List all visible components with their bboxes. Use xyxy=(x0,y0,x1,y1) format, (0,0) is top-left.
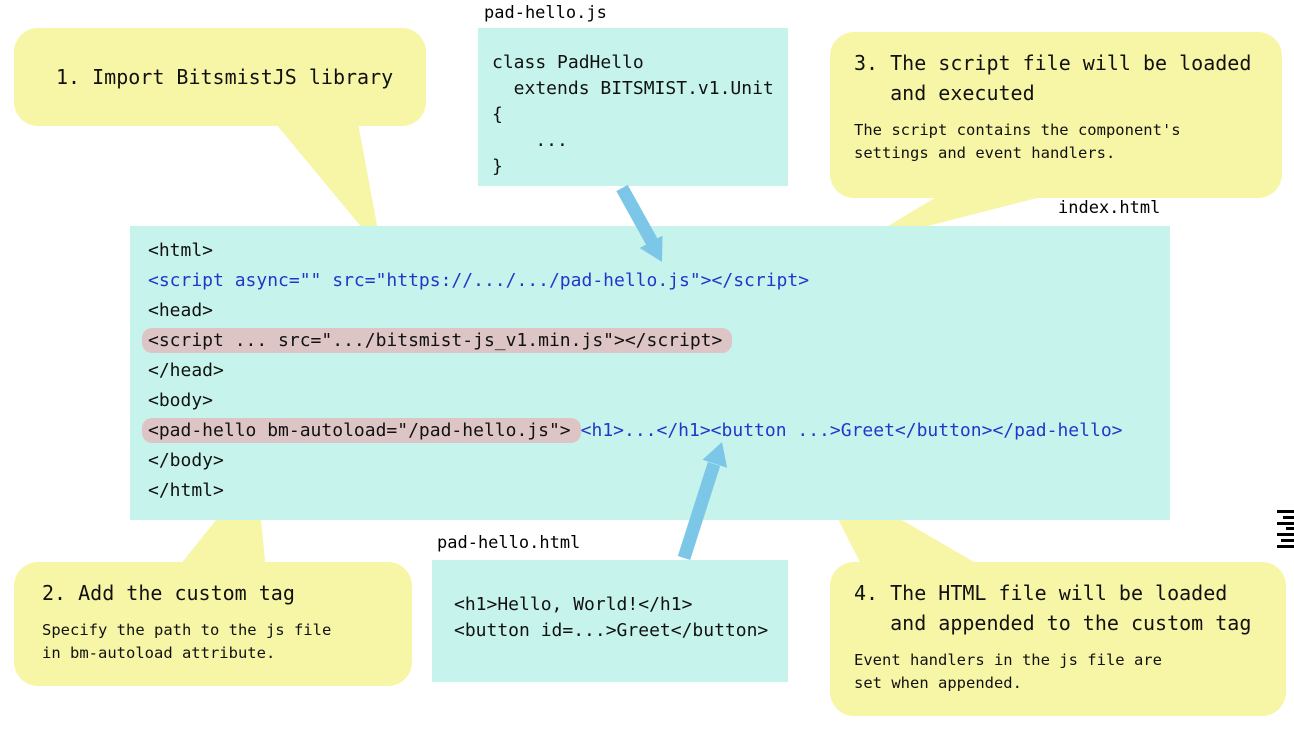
code-segment-highlight: <script ... src=".../bitsmist-js_v1.min.… xyxy=(142,328,733,353)
pad-hello-html-label: pad-hello.html xyxy=(437,533,581,553)
code-segment-plain: <html> xyxy=(148,240,214,261)
callout-2-body: Specify the path to the js file in bm-au… xyxy=(42,621,332,662)
index-code-line: <script ... src=".../bitsmist-js_v1.min.… xyxy=(142,326,1170,356)
code-segment-plain: </body> xyxy=(148,450,224,471)
index-code-line: <head> xyxy=(148,296,1170,326)
code-segment-plain: <head> xyxy=(148,300,214,321)
callout-1-heading: 1. Import BitsmistJS library xyxy=(56,65,394,89)
index-code-line: </body> xyxy=(148,446,1170,476)
code-segment-blue: <h1>...</h1><button ...>Greet</button></… xyxy=(580,420,1123,441)
index-code-line: <pad-hello bm-autoload="/pad-hello.js"><… xyxy=(142,416,1170,446)
callout-4-body: Event handlers in the js file are set wh… xyxy=(854,651,1162,692)
pad-hello-js-label: pad-hello.js xyxy=(484,3,607,23)
code-segment-highlight: <pad-hello bm-autoload="/pad-hello.js"> xyxy=(142,418,581,443)
callout-4-heading: 4. The HTML file will be loaded and appe… xyxy=(854,581,1252,635)
index-code-line: </head> xyxy=(148,356,1170,386)
pad-hello-js-codebox: class PadHello extends BITSMIST.v1.Unit … xyxy=(478,28,788,186)
index-code-line: </html> xyxy=(148,476,1170,506)
callout-add-custom-tag: 2. Add the custom tag Specify the path t… xyxy=(14,562,412,686)
code-segment-plain: </head> xyxy=(148,360,224,381)
index-code-line: <body> xyxy=(148,386,1170,416)
index-code-line: <script async="" src="https://.../.../pa… xyxy=(148,266,1170,296)
code-segment-blue: <script async="" src="https://.../.../pa… xyxy=(148,270,810,291)
callout-3-heading: 3. The script file will be loaded and ex… xyxy=(854,51,1252,105)
index-html-label: index.html xyxy=(1058,198,1161,218)
barcode-icon xyxy=(1277,510,1294,548)
code-segment-plain: <body> xyxy=(148,390,214,411)
code-segment-plain: </html> xyxy=(148,480,224,501)
callout-script-loaded: 3. The script file will be loaded and ex… xyxy=(830,32,1282,198)
callout-html-loaded: 4. The HTML file will be loaded and appe… xyxy=(830,562,1286,716)
callout-3-body: The script contains the component's sett… xyxy=(854,121,1181,162)
index-code-line: <html> xyxy=(148,236,1170,266)
callout-import-library: 1. Import BitsmistJS library xyxy=(14,28,426,126)
index-html-codebox: <html> <script async="" src="https://.../… xyxy=(130,226,1170,520)
pad-hello-html-codebox: <h1>Hello, World!</h1> <button id=...>Gr… xyxy=(432,560,788,682)
callout-2-heading: 2. Add the custom tag xyxy=(42,581,295,605)
